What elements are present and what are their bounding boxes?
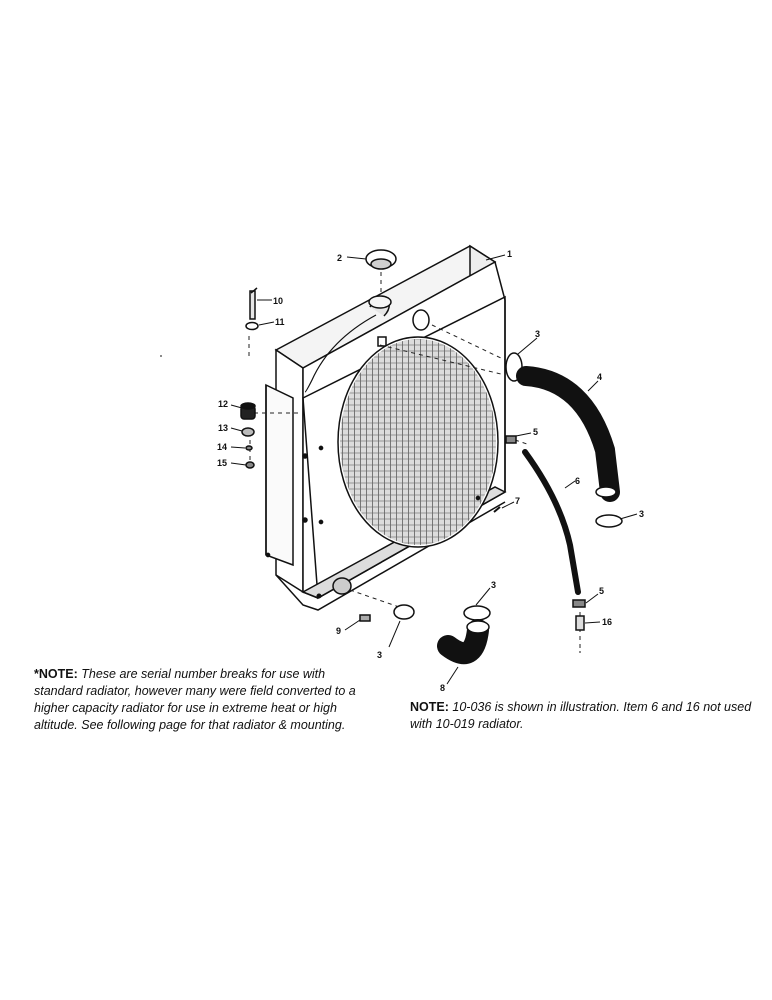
note-label: *NOTE: [34, 667, 78, 681]
hose-clamp [463, 605, 491, 621]
callout-16: 16 [602, 617, 612, 627]
stud [359, 614, 371, 622]
hose-clamp [393, 604, 415, 620]
callout-7: 7 [515, 496, 520, 506]
callout-3: 3 [535, 329, 540, 339]
callout-3: 3 [377, 650, 382, 660]
callout-13: 13 [218, 423, 228, 433]
hose-nipple [575, 615, 585, 631]
callout-4: 4 [597, 372, 602, 382]
callout-3: 3 [491, 580, 496, 590]
callout-11: 11 [275, 317, 285, 327]
small-washer [245, 445, 253, 451]
fitting [241, 427, 255, 437]
callout-15: 15 [217, 458, 227, 468]
loose-parts [240, 249, 623, 665]
small-nut [245, 461, 255, 469]
note-text: 10-036 is shown in illustration. Item 6 … [410, 700, 752, 731]
drain-cock [493, 506, 501, 513]
bypass-hose [522, 449, 581, 595]
washer [245, 321, 259, 331]
callout-5: 5 [599, 586, 604, 596]
illustration-note: NOTE: 10-036 is shown in illustration. I… [410, 699, 760, 733]
stray-dot [160, 355, 162, 357]
bypass-fitting [572, 599, 586, 608]
callout-1: 1 [507, 249, 512, 259]
upper-hose [516, 366, 620, 502]
radiator-cap [365, 249, 397, 270]
callout-10: 10 [273, 296, 283, 306]
drain-plug [240, 402, 256, 420]
drain-petcock [249, 287, 258, 320]
bypass-fitting [505, 435, 517, 444]
stray-dot [579, 651, 581, 653]
lower-hose [437, 619, 489, 665]
radiator-core [265, 244, 507, 611]
note-text: These are serial number breaks for use w… [34, 667, 356, 732]
callout-6: 6 [575, 476, 580, 486]
callout-8: 8 [440, 683, 445, 693]
callout-labels: 1 2 10 11 3 4 12 13 5 14 15 6 7 3 3 5 9 … [217, 249, 644, 693]
callout-5: 5 [533, 427, 538, 437]
callout-3: 3 [639, 509, 644, 519]
callout-9: 9 [336, 626, 341, 636]
serial-break-note: *NOTE: These are serial number breaks fo… [34, 666, 374, 734]
callout-14: 14 [217, 442, 227, 452]
leader-lines [230, 254, 638, 685]
callout-12: 12 [218, 399, 228, 409]
callout-2: 2 [337, 253, 342, 263]
note-label: NOTE: [410, 700, 449, 714]
hose-clamp [595, 514, 623, 528]
